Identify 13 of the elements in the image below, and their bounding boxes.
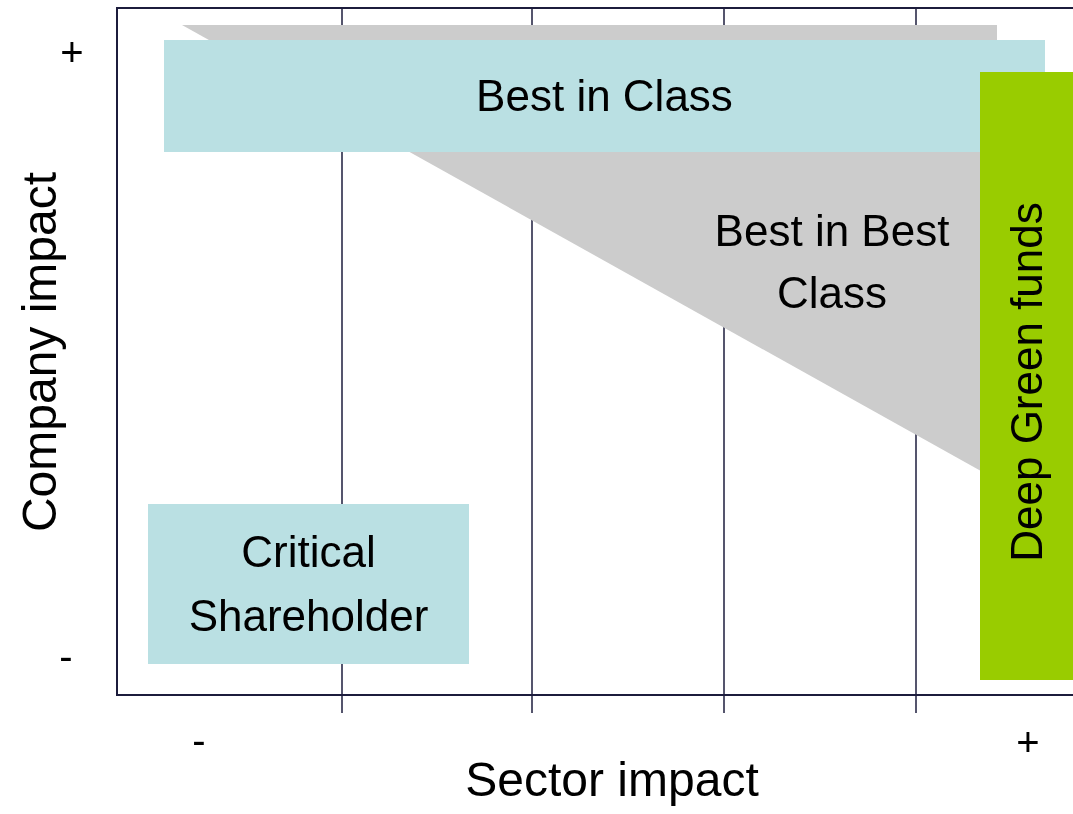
- axis-title: Sector impact: [465, 756, 759, 804]
- strategy-box: [148, 504, 469, 664]
- strategy-bar: [980, 72, 1073, 680]
- bar-label: Deep Green funds: [1001, 202, 1052, 562]
- axis-end-label: +: [1016, 722, 1040, 762]
- axis-title: Company impact: [16, 171, 64, 533]
- strategy-box: [164, 40, 1045, 152]
- axis-end-label: -: [59, 636, 73, 676]
- box-label: Critical Shareholder: [187, 526, 430, 642]
- area-label: Best in Best Class: [713, 205, 951, 319]
- axis-end-label: +: [60, 32, 84, 72]
- box-label: Best in Class: [475, 70, 734, 122]
- axis-end-label: -: [192, 720, 206, 760]
